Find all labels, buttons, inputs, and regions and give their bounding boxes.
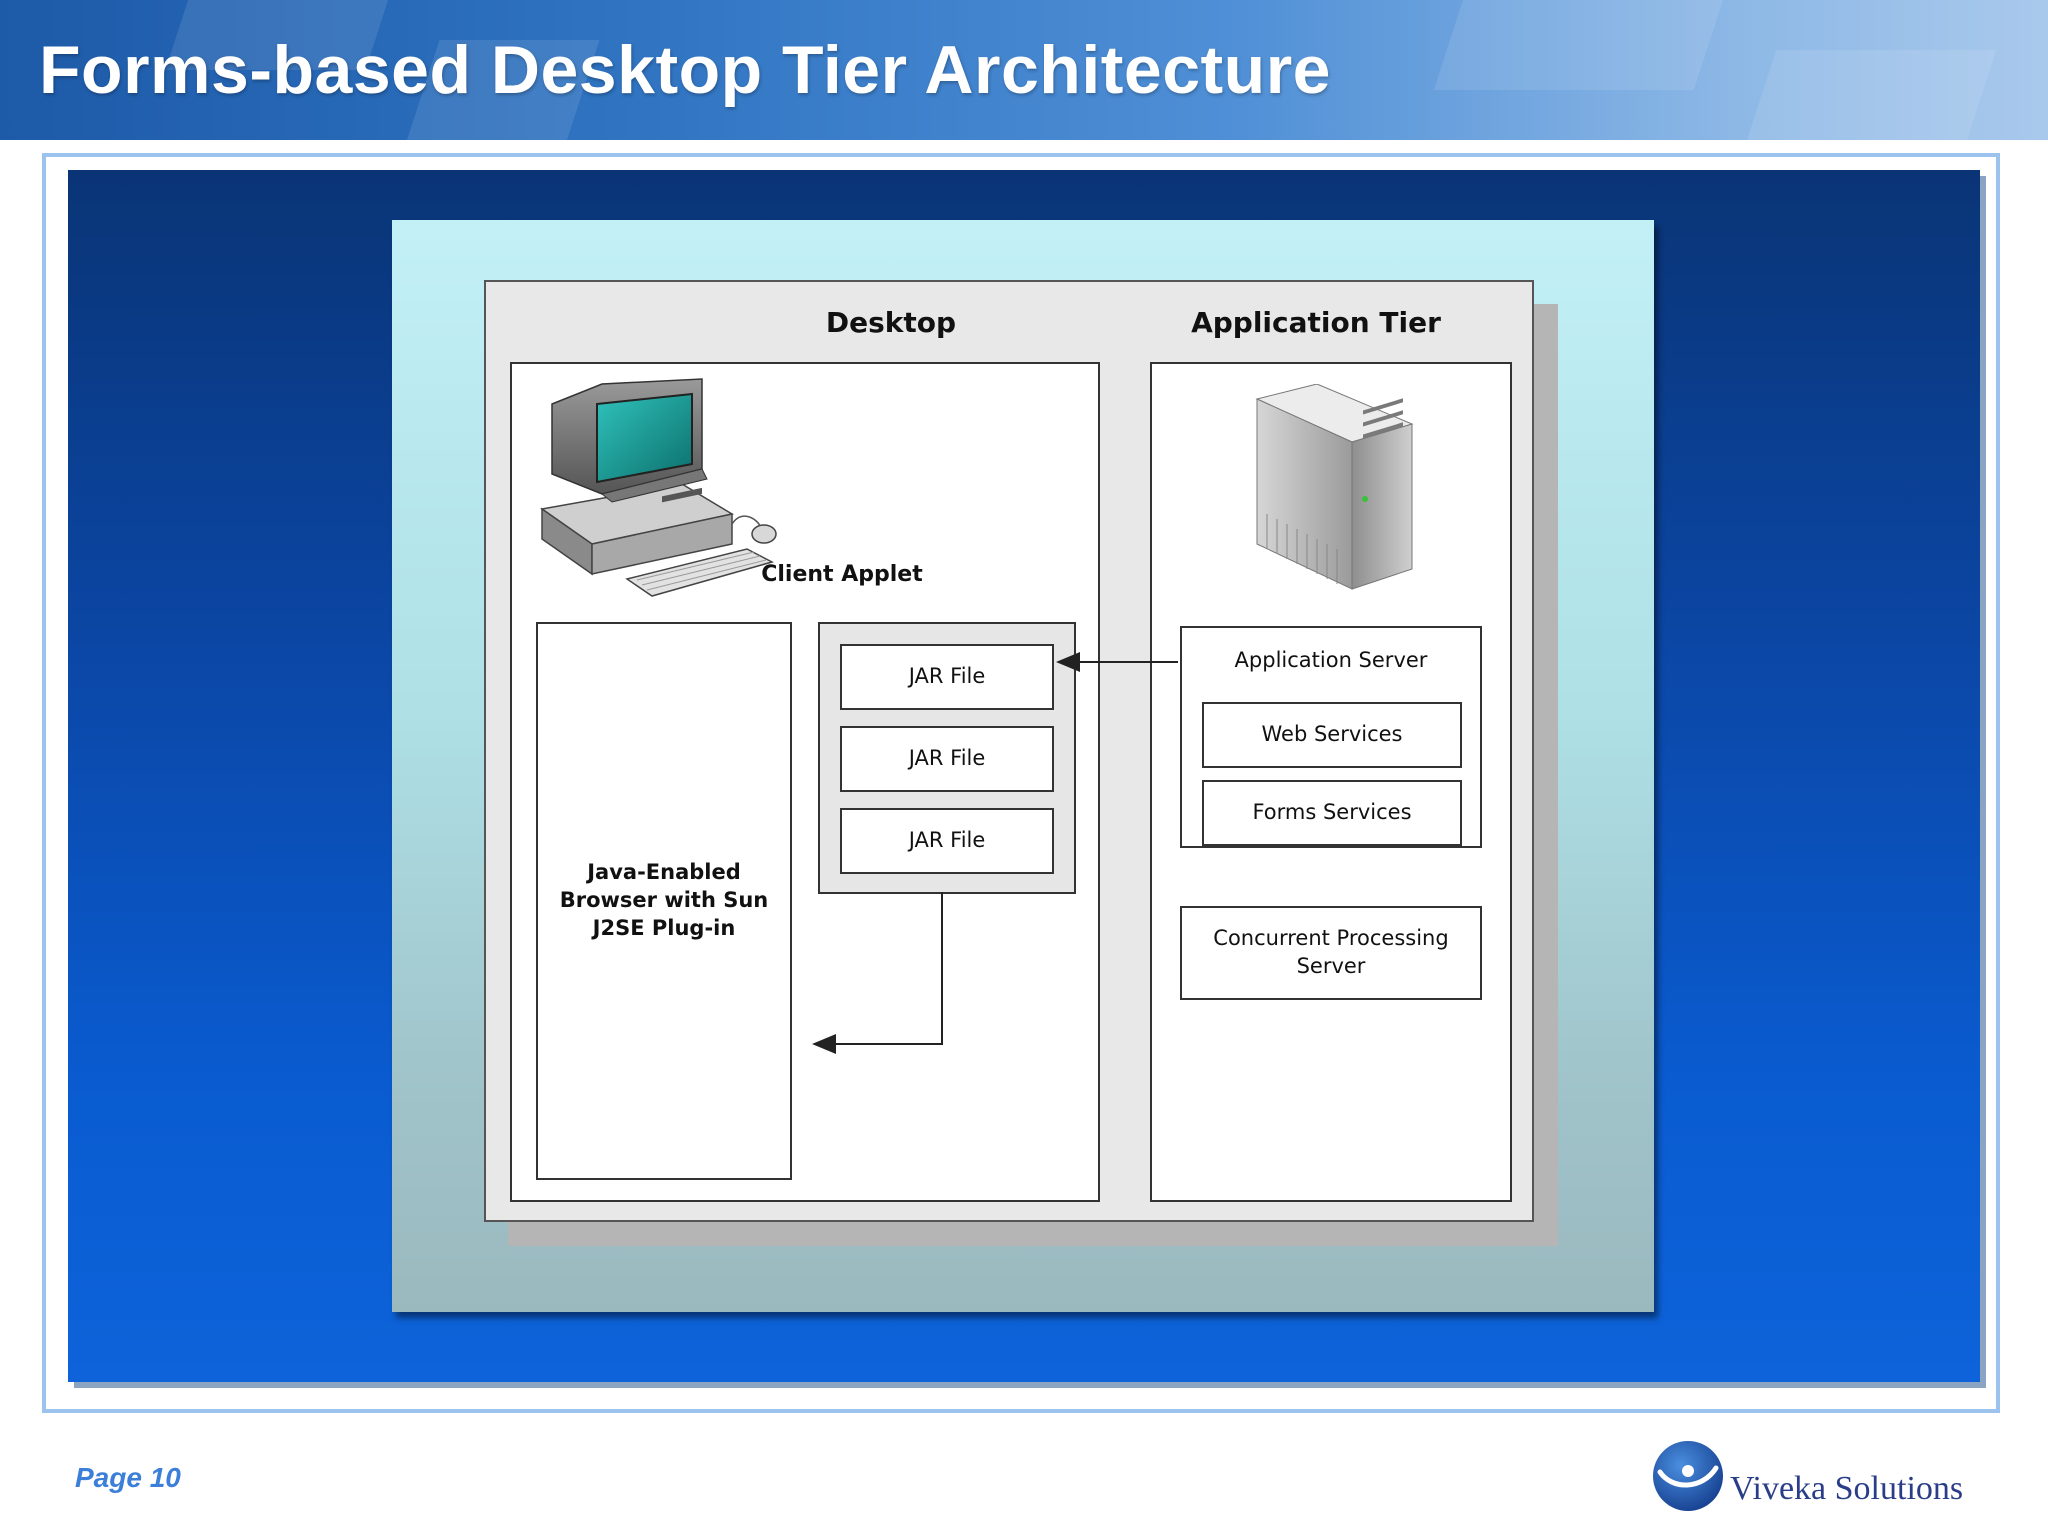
browser-label-line-1: Java-Enabled <box>587 860 741 884</box>
client-applet-box: JAR File JAR File JAR File <box>818 622 1076 894</box>
jar-file-label: JAR File <box>908 828 986 852</box>
jar-file-box: JAR File <box>840 808 1054 874</box>
page-number: Page 10 <box>75 1462 181 1493</box>
browser-label-line-3: J2SE Plug-in <box>592 916 736 940</box>
forms-services-label: Forms Services <box>1252 800 1412 824</box>
web-services-box: Web Services <box>1202 702 1462 768</box>
application-tier-heading: Application Tier <box>1191 306 1441 339</box>
application-tier-column: Application Server Web Services Forms Se… <box>1150 362 1512 1202</box>
concurrent-label-line-2: Server <box>1296 954 1366 978</box>
jar-file-label: JAR File <box>908 664 986 688</box>
banner-decoration <box>1743 50 1997 140</box>
java-browser-box: Java-Enabled Browser with Sun J2SE Plug-… <box>536 622 792 1180</box>
jar-file-box: JAR File <box>840 644 1054 710</box>
architecture-diagram: Desktop Application Tier <box>484 280 1534 1222</box>
concurrent-processing-server-box: Concurrent Processing Server <box>1180 906 1482 1000</box>
server-tower-icon <box>1255 384 1414 590</box>
desktop-computer-icon <box>540 378 777 597</box>
jar-file-box: JAR File <box>840 726 1054 792</box>
banner-decoration <box>1433 0 1727 90</box>
jar-file-label: JAR File <box>908 746 986 770</box>
application-server-label: Application Server <box>1234 648 1428 672</box>
client-applet-label: Client Applet <box>761 562 923 587</box>
brand-name: Viveka Solutions <box>1730 1470 1964 1507</box>
application-server-box: Application Server Web Services Forms Se… <box>1180 626 1482 848</box>
forms-services-box: Forms Services <box>1202 780 1462 846</box>
viveka-logo-icon <box>1653 1441 1723 1511</box>
concurrent-label-line-1: Concurrent Processing <box>1213 926 1449 950</box>
title-banner: Forms-based Desktop Tier Architecture <box>0 0 2048 140</box>
desktop-column: Client Applet Java-Enabled Browser with … <box>510 362 1100 1202</box>
desktop-heading: Desktop <box>825 306 957 339</box>
web-services-label: Web Services <box>1261 722 1403 746</box>
browser-label-line-2: Browser with Sun <box>559 888 769 912</box>
slide-title: Forms-based Desktop Tier Architecture <box>39 32 1331 108</box>
